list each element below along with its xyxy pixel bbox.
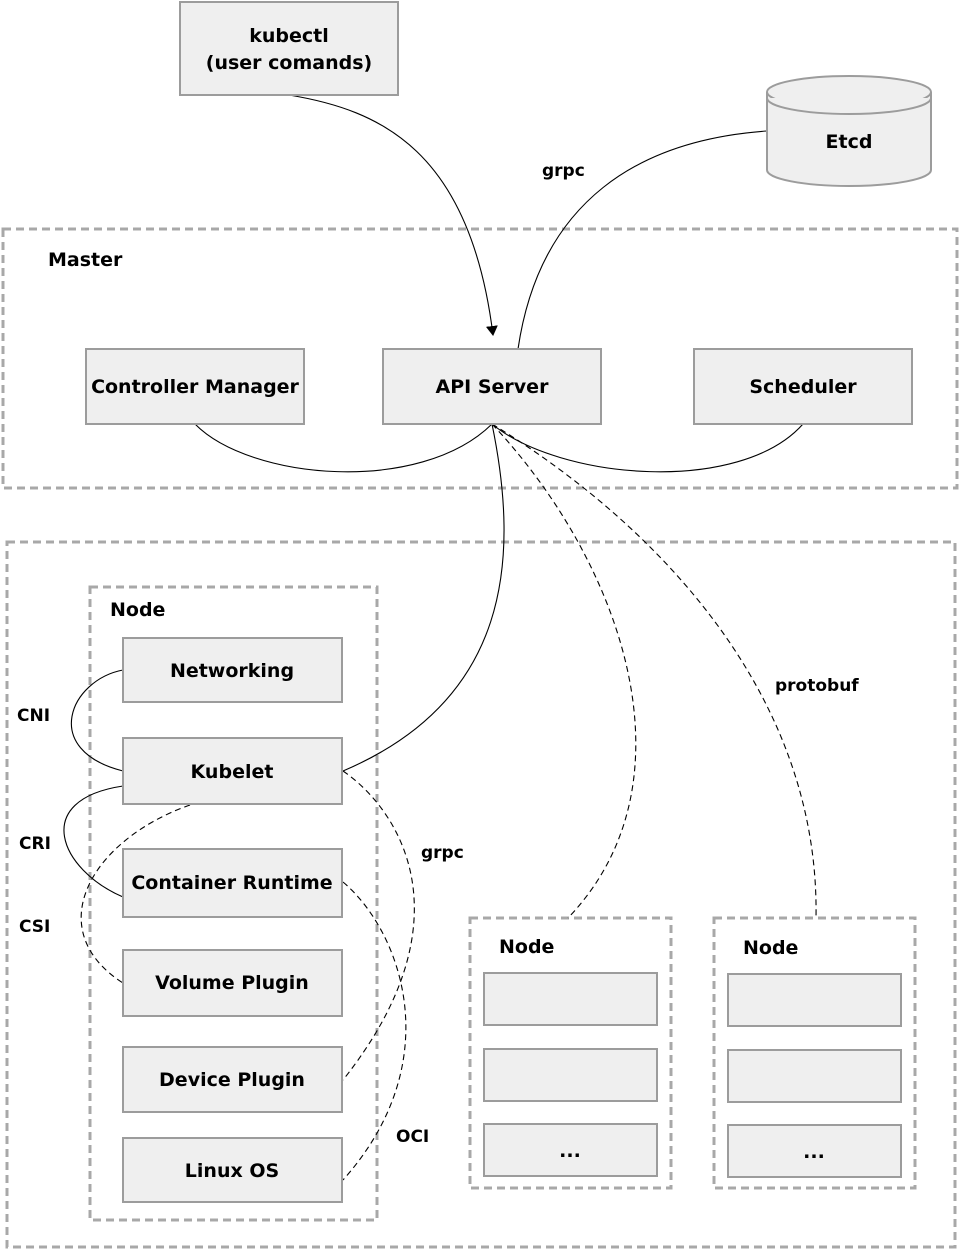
edge-etcd-to-api <box>517 130 768 350</box>
grpc-label-node: grpc <box>421 843 464 863</box>
kubelet-box: Kubelet <box>122 737 343 805</box>
kubelet-label: Kubelet <box>191 761 274 783</box>
grpc-label-etcd: grpc <box>542 161 585 181</box>
linux-os-box: Linux OS <box>122 1137 343 1203</box>
master-title: Master <box>48 249 123 271</box>
controller-manager-label: Controller Manager <box>91 376 299 398</box>
volume-plugin-box: Volume Plugin <box>122 949 343 1017</box>
etcd-database: Etcd <box>766 75 932 187</box>
container-runtime-label: Container Runtime <box>131 872 332 894</box>
container-runtime-box: Container Runtime <box>122 848 343 918</box>
controller-manager-box: Controller Manager <box>85 348 305 425</box>
networking-label: Networking <box>170 660 294 682</box>
edge-api-to-node3 <box>491 423 817 919</box>
device-plugin-box: Device Plugin <box>122 1046 343 1113</box>
volume-plugin-label: Volume Plugin <box>155 972 309 994</box>
node3-title: Node <box>743 937 798 959</box>
node3-slot-2 <box>727 1049 902 1103</box>
edge-api-to-kubelet <box>342 423 505 772</box>
node2-slot-3: ... <box>483 1123 658 1177</box>
protobuf-label: protobuf <box>775 676 859 696</box>
csi-label: CSI <box>19 917 50 937</box>
scheduler-box: Scheduler <box>693 348 913 425</box>
etcd-label: Etcd <box>826 131 873 153</box>
nodes-frame <box>5 540 957 1249</box>
api-server-box: API Server <box>382 348 602 425</box>
node3-more-label: ... <box>803 1141 825 1163</box>
networking-box: Networking <box>122 637 343 703</box>
node-frame-3 <box>712 916 917 1190</box>
cni-label: CNI <box>17 706 50 726</box>
main-node-title: Node <box>110 599 165 621</box>
kubectl-sublabel: (user comands) <box>206 52 372 74</box>
kubectl-label: kubectl <box>249 25 329 47</box>
oci-label: OCI <box>396 1127 429 1147</box>
api-server-label: API Server <box>436 376 550 398</box>
edge-cri <box>63 785 124 898</box>
edge-api-to-node2 <box>491 423 637 919</box>
cri-label: CRI <box>19 834 51 854</box>
node2-more-label: ... <box>559 1140 581 1162</box>
scheduler-label: Scheduler <box>749 376 857 398</box>
node-frame-2 <box>468 916 673 1190</box>
edge-oci <box>342 881 407 1181</box>
kubectl-box: kubectl (user comands) <box>179 1 399 96</box>
master-frame <box>1 227 959 490</box>
edge-kubectl-to-api <box>288 94 498 336</box>
node2-slot-2 <box>483 1048 658 1102</box>
edge-cni <box>70 669 124 772</box>
device-plugin-label: Device Plugin <box>159 1069 305 1091</box>
edge-controller-to-api <box>194 423 493 473</box>
node3-slot-1 <box>727 973 902 1027</box>
edge-scheduler-to-api <box>491 423 804 473</box>
linux-os-label: Linux OS <box>185 1160 279 1182</box>
edge-csi <box>80 804 191 984</box>
main-node-frame <box>88 585 379 1222</box>
node2-slot-1 <box>483 972 658 1026</box>
edge-kubelet-device-grpc <box>342 770 415 1081</box>
node3-slot-3: ... <box>727 1124 902 1178</box>
node2-title: Node <box>499 936 554 958</box>
